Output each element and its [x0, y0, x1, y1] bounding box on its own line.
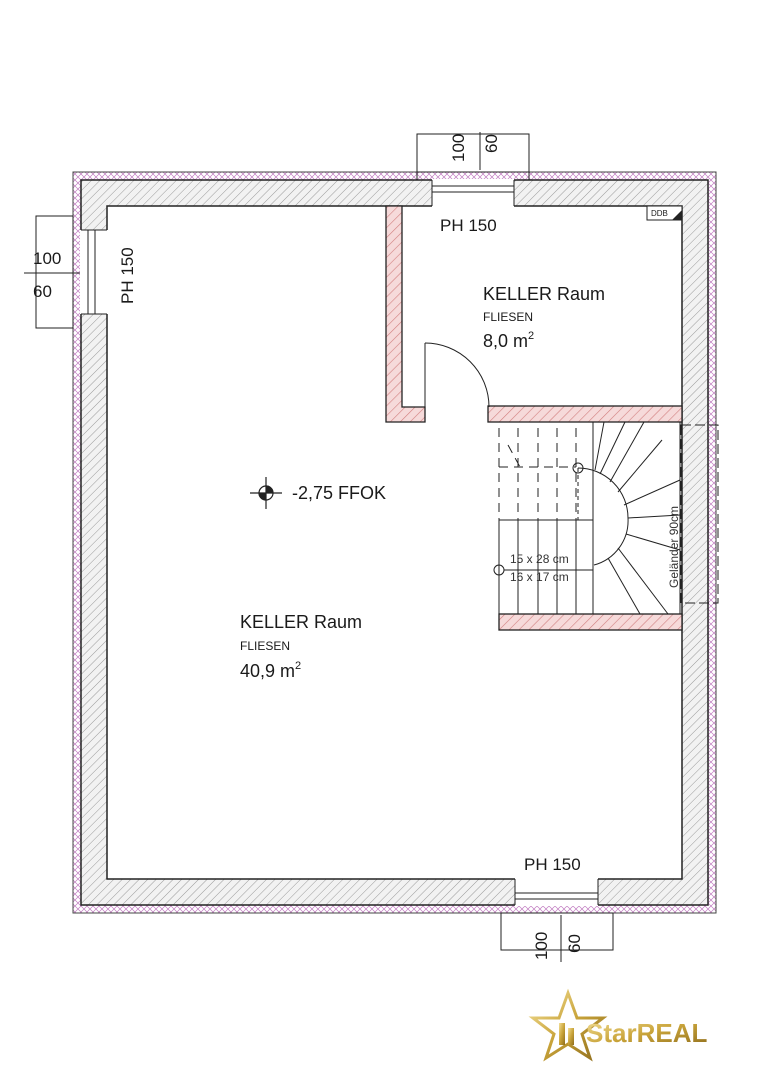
door	[424, 342, 490, 408]
room-large-floor: FLIESEN	[240, 639, 290, 653]
window-left-width: 100	[33, 249, 61, 268]
window-left	[35, 215, 107, 329]
window-bottom-height: 60	[565, 934, 584, 953]
logo-text: StarREAL	[586, 1018, 707, 1048]
partition-wall-vertical	[385, 205, 426, 423]
starreal-logo: StarREAL	[528, 988, 707, 1062]
room-small-name: KELLER Raum	[483, 284, 605, 304]
room-large-name: KELLER Raum	[240, 612, 362, 632]
ddb-label: DDB	[651, 209, 668, 218]
window-opening-left	[80, 230, 108, 314]
window-top-height: 60	[482, 134, 501, 153]
window-bottom	[500, 879, 614, 951]
stair-railing-label: Geländer 90cm	[667, 506, 681, 588]
partition-wall-stair-top	[487, 405, 683, 423]
stair-step-size-1: 15 x 28 cm	[510, 552, 569, 566]
stair-step-size-2: 16 x 17 cm	[510, 570, 569, 584]
window-left-height: 60	[33, 282, 52, 301]
window-bottom-ph: PH 150	[524, 855, 581, 874]
window-opening-bottom	[515, 878, 598, 906]
room-large-area: 40,9 m2	[240, 660, 301, 681]
staircase	[493, 405, 719, 622]
window-top-ph: PH 150	[440, 216, 497, 235]
window-top	[416, 133, 530, 206]
partition-wall-stair-bottom	[498, 613, 683, 631]
window-opening-top	[432, 179, 514, 207]
room-small-area: 8,0 m2	[483, 330, 534, 351]
window-left-ph: PH 150	[118, 247, 137, 304]
window-bottom-width: 100	[532, 932, 551, 960]
level-marker-symbol	[250, 477, 282, 509]
level-marker-label: -2,75 FFOK	[292, 483, 386, 503]
room-small-floor: FLIESEN	[483, 310, 533, 324]
window-top-width: 100	[449, 134, 468, 162]
